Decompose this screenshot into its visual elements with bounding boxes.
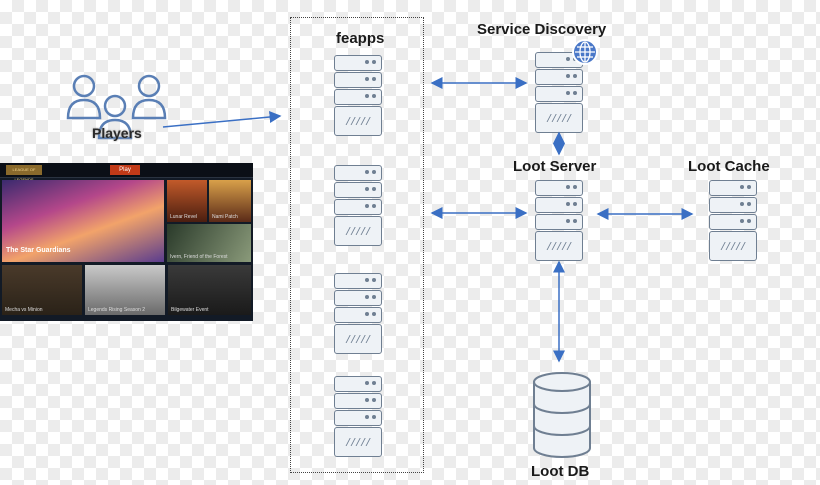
loot-db-label: Loot DB [531, 463, 590, 480]
client-logo: LEAGUE OF LEGENDS [6, 165, 42, 182]
loot-cache-server: ///// [709, 180, 757, 261]
loot-cache-label: Loot Cache [688, 158, 770, 175]
users-icon [66, 74, 167, 140]
globe-icon [572, 39, 598, 65]
database-icon [533, 372, 591, 458]
client-topbar: LEAGUE OF LEGENDS Play [0, 163, 253, 182]
players-overlay-text: Players [92, 125, 142, 141]
feapps-group [290, 17, 424, 473]
feapps-server-1: ///// [334, 55, 382, 136]
users-to-feapps-arrow [162, 111, 282, 128]
tile[interactable]: Mecha vs Minion [2, 265, 82, 315]
loot-server: ///// [535, 180, 583, 261]
hero-banner: The Star Guardians [2, 180, 164, 262]
tile[interactable]: Nami Patch [209, 180, 251, 222]
play-button[interactable]: Play [110, 165, 140, 175]
tile[interactable]: Lunar Revel [167, 180, 207, 222]
feapps-label: feapps [336, 30, 385, 47]
service-discovery-server: ///// [535, 52, 583, 133]
service-discovery-label: Service Discovery [477, 21, 607, 38]
tile[interactable]: Legends Rising Season 2 [85, 265, 165, 315]
tile[interactable]: Bilgewater Event [168, 265, 251, 315]
tile[interactable]: Ivern, Friend of the Forest [167, 224, 251, 262]
hero-title: The Star Guardians [6, 247, 71, 254]
feapps-server-3: ///// [334, 273, 382, 354]
game-client-screenshot: LEAGUE OF LEGENDS Play The Star Guardian… [0, 163, 253, 321]
loot-server-label: Loot Server [513, 158, 597, 175]
feapps-server-4: ///// [334, 376, 382, 457]
feapps-server-2: ///// [334, 165, 382, 246]
